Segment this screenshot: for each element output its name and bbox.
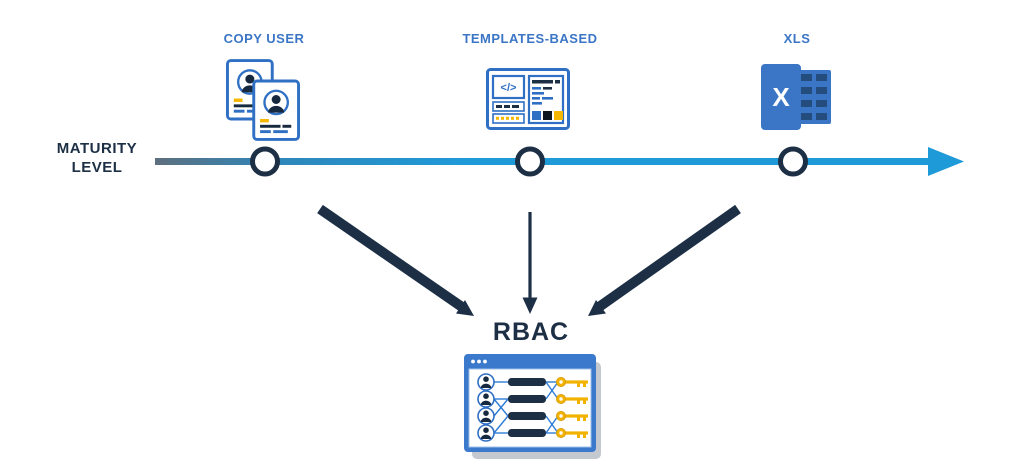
id-card-front: [252, 79, 300, 141]
key-icon: [556, 411, 588, 422]
timeline-arrowhead-icon: [928, 147, 964, 176]
arrowhead-stage2-icon: [522, 297, 538, 314]
rbac-title: RBAC: [492, 318, 570, 346]
converge-arrows: [317, 204, 741, 316]
copy-user-id-cards-icon: [226, 59, 300, 141]
arrow-stage1-to-rbac: [317, 204, 465, 312]
swatch-black: [543, 111, 552, 120]
key-icons: [556, 376, 588, 439]
swatch-blue: [532, 111, 541, 120]
timeline-node-1-icon: [250, 146, 280, 177]
timeline-node-2-icon: [515, 146, 545, 177]
avatar: [477, 407, 495, 425]
code-glyph: </>: [501, 82, 517, 94]
rbac-user-role-permission-mapping-icon: [464, 354, 601, 459]
user-avatars: [477, 373, 495, 442]
maturity-axis-label: MATURITY LEVEL: [57, 139, 137, 177]
arrow-stage3-to-rbac: [596, 204, 741, 312]
maturity-axis-label-line2: LEVEL: [71, 159, 123, 176]
stage-label-copy-user: COPY USER: [223, 31, 305, 46]
timeline-node-3-icon: [778, 146, 808, 177]
stage-label-templates-based: TEMPLATES-BASED: [462, 31, 598, 46]
role-bars: [508, 378, 546, 437]
arrowhead-stage1-icon: [456, 300, 474, 316]
maturity-axis-label-line1: MATURITY: [56, 140, 138, 157]
key-icon: [556, 428, 588, 439]
mapping-lines: [493, 381, 559, 434]
code-template-window-icon: </>: [486, 68, 570, 130]
xls-grid: [801, 74, 827, 120]
xls-spreadsheet-icon: X: [761, 64, 831, 130]
swatch-yellow: [554, 111, 563, 120]
timeline-nodes: [250, 146, 808, 177]
avatar: [477, 390, 495, 408]
id-card-back: [226, 59, 274, 121]
key-icon: [556, 376, 588, 387]
avatar: [477, 373, 495, 391]
code-panel: </>: [491, 74, 526, 124]
stage-label-xls: XLS: [783, 31, 811, 46]
text-panel: [527, 74, 565, 125]
avatar: [477, 424, 495, 442]
xls-x-glyph: X: [772, 82, 790, 112]
key-icon: [556, 394, 588, 405]
arrowhead-stage3-icon: [588, 300, 606, 316]
window-dots-icon: [471, 359, 487, 364]
